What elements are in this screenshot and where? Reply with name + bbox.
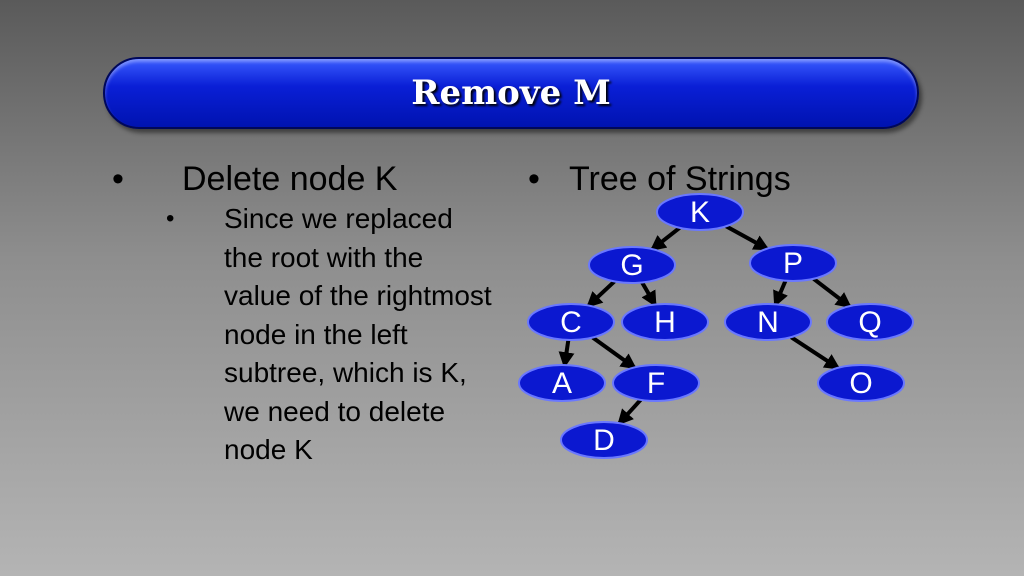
node-H: H bbox=[621, 303, 709, 341]
node-P-label: P bbox=[783, 247, 803, 280]
left-bullet: Delete node K bbox=[182, 160, 398, 198]
node-G-shape bbox=[588, 246, 676, 284]
node-C-label: C bbox=[560, 306, 582, 339]
node-F-label: F bbox=[647, 367, 665, 400]
node-D: D bbox=[560, 421, 648, 459]
node-G-label: G bbox=[620, 249, 643, 282]
node-N-shape bbox=[724, 303, 812, 341]
left-sub-bullet: Since we replaced the root with the valu… bbox=[224, 203, 492, 465]
node-A: A bbox=[518, 364, 606, 402]
node-D-shape bbox=[560, 421, 648, 459]
node-G: G bbox=[588, 246, 676, 284]
edge-K-P bbox=[725, 224, 770, 251]
node-P: P bbox=[749, 244, 837, 282]
bullet-marker-right: • bbox=[528, 160, 540, 198]
node-K-shape bbox=[656, 193, 744, 231]
node-Q-shape bbox=[826, 303, 914, 341]
node-D-label: D bbox=[593, 424, 615, 457]
node-F-shape bbox=[612, 364, 700, 402]
slide-title: Remove M bbox=[411, 73, 611, 113]
edge-K-G bbox=[649, 226, 681, 252]
edge-P-Q bbox=[812, 277, 852, 309]
edge-N-O bbox=[790, 335, 841, 370]
node-H-shape bbox=[621, 303, 709, 341]
right-bullet: Tree of Strings bbox=[569, 160, 791, 198]
node-C: C bbox=[527, 303, 615, 341]
edge-G-C bbox=[586, 279, 616, 308]
node-P-shape bbox=[749, 244, 837, 282]
node-H-label: H bbox=[654, 306, 676, 339]
node-A-shape bbox=[518, 364, 606, 402]
node-O-shape bbox=[817, 364, 905, 402]
edge-C-A bbox=[558, 339, 575, 369]
node-F: F bbox=[612, 364, 700, 402]
node-C-shape bbox=[527, 303, 615, 341]
node-Q-label: Q bbox=[858, 306, 881, 339]
node-K: K bbox=[656, 193, 744, 231]
tree-edges bbox=[558, 224, 852, 426]
node-A-label: A bbox=[552, 367, 572, 400]
edge-G-H bbox=[640, 281, 657, 308]
node-K-label: K bbox=[690, 196, 710, 229]
title-bar: Remove M bbox=[103, 57, 919, 129]
edge-P-N bbox=[773, 279, 788, 308]
node-Q: Q bbox=[826, 303, 914, 341]
node-O: O bbox=[817, 364, 905, 402]
bullet-marker: • bbox=[112, 160, 124, 198]
sub-bullet-marker: • bbox=[166, 205, 175, 232]
node-N: N bbox=[724, 303, 812, 341]
edge-C-F bbox=[591, 335, 637, 370]
tree-nodes: K G P C H N Q A F O D bbox=[518, 193, 914, 459]
node-N-label: N bbox=[757, 306, 779, 339]
node-O-label: O bbox=[849, 367, 872, 400]
edge-F-D bbox=[617, 398, 643, 426]
